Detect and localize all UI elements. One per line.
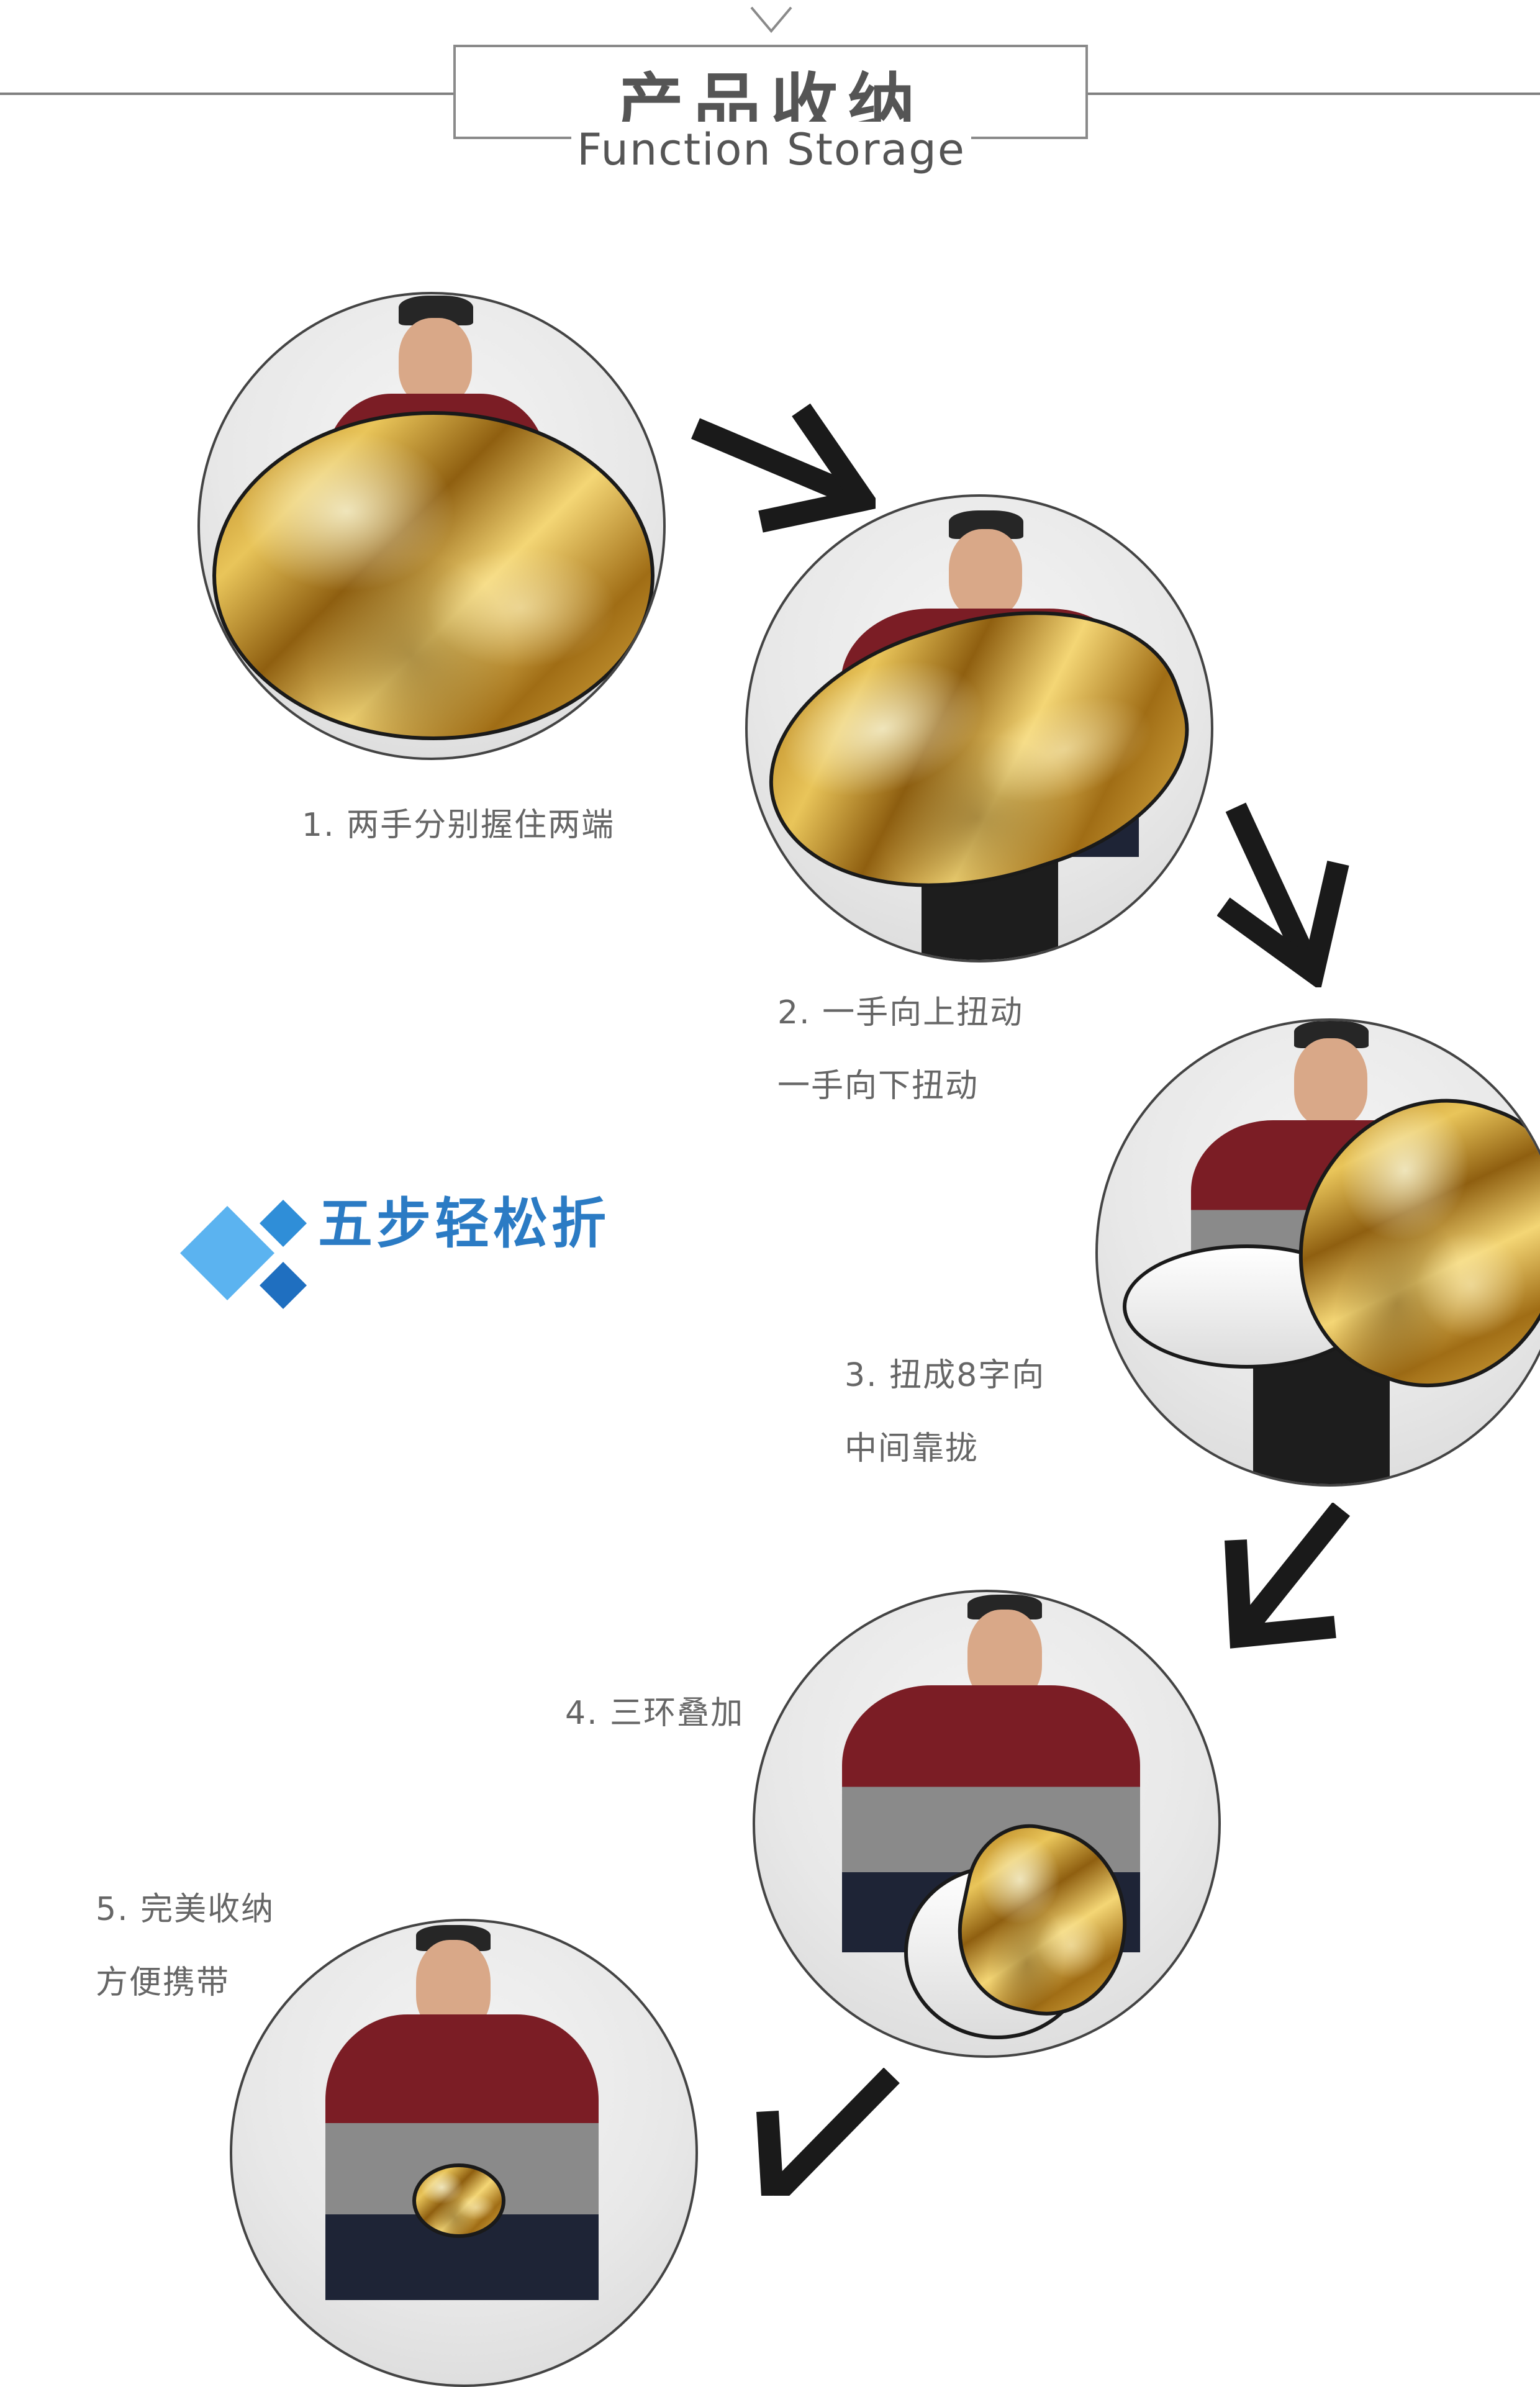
badge-title: 五步轻松折 [318,1192,610,1256]
step-1-label: 1. 两手分别握住两端 [302,807,615,844]
header-line-left [0,93,455,95]
diamond-icon [180,1198,317,1316]
step-5-label-line1: 5. 完美收纳 [96,1891,275,1928]
step-3-label-line2: 中间靠拢 [845,1430,979,1467]
page-subtitle: Function Storage [577,124,966,175]
arrow-icon [1217,801,1354,987]
step-4-label: 4. 三环叠加 [565,1695,745,1732]
step-2-label-line2: 一手向下扭动 [777,1067,979,1105]
arrow-icon [689,397,876,534]
arrow-icon [743,2068,904,2196]
step-4-photo [753,1590,1221,2058]
step-3-label-line1: 3. 扭成8字向 [845,1357,1046,1394]
chevron-down-icon [749,4,794,35]
header-line-right [1087,93,1540,95]
step-2-photo [745,494,1213,962]
step-5-label-line2: 方便携带 [96,1964,230,2001]
step-1-photo [197,292,666,760]
arrow-icon [1217,1503,1354,1652]
step-5-photo [230,1919,698,2387]
step-2-label-line1: 2. 一手向上扭动 [777,994,1024,1031]
title-subtitle-wrap: Function Storage [571,122,971,178]
step-3-photo [1095,1018,1540,1487]
